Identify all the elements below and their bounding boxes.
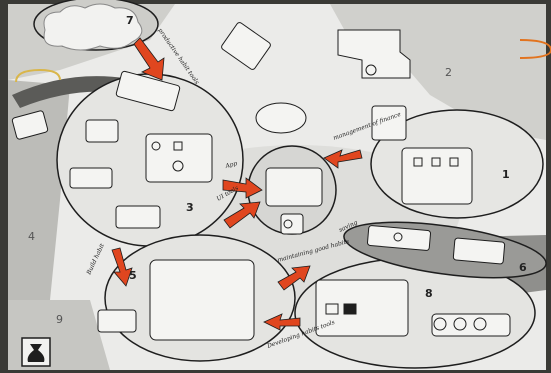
floating-device bbox=[256, 103, 306, 133]
zone-number-9: 9 bbox=[56, 313, 63, 326]
widget-small-3b bbox=[70, 168, 112, 188]
zone-number-5: 5 bbox=[129, 269, 137, 282]
zone-number-3: 3 bbox=[186, 201, 194, 214]
widget-grid-3 bbox=[146, 134, 212, 182]
zone-number-8: 8 bbox=[425, 287, 433, 300]
widget-small-3a bbox=[86, 120, 118, 142]
zone-number-7: 7 bbox=[126, 14, 134, 27]
zone-number-4: 4 bbox=[28, 230, 35, 243]
zone-number-2: 2 bbox=[445, 66, 452, 79]
zone-number-6: 6 bbox=[519, 261, 527, 274]
widget-b-6 bbox=[453, 238, 505, 264]
widget-row-8 bbox=[432, 314, 510, 336]
widget-grid-1 bbox=[402, 148, 472, 204]
widget-small-5 bbox=[98, 310, 136, 332]
widget-map-5 bbox=[150, 260, 254, 340]
widget-bottom-3 bbox=[116, 206, 160, 228]
money-bag-icon bbox=[22, 338, 50, 366]
center-device-screen bbox=[266, 168, 322, 206]
play-icon bbox=[344, 304, 356, 314]
zone-number-1: 1 bbox=[502, 168, 510, 181]
